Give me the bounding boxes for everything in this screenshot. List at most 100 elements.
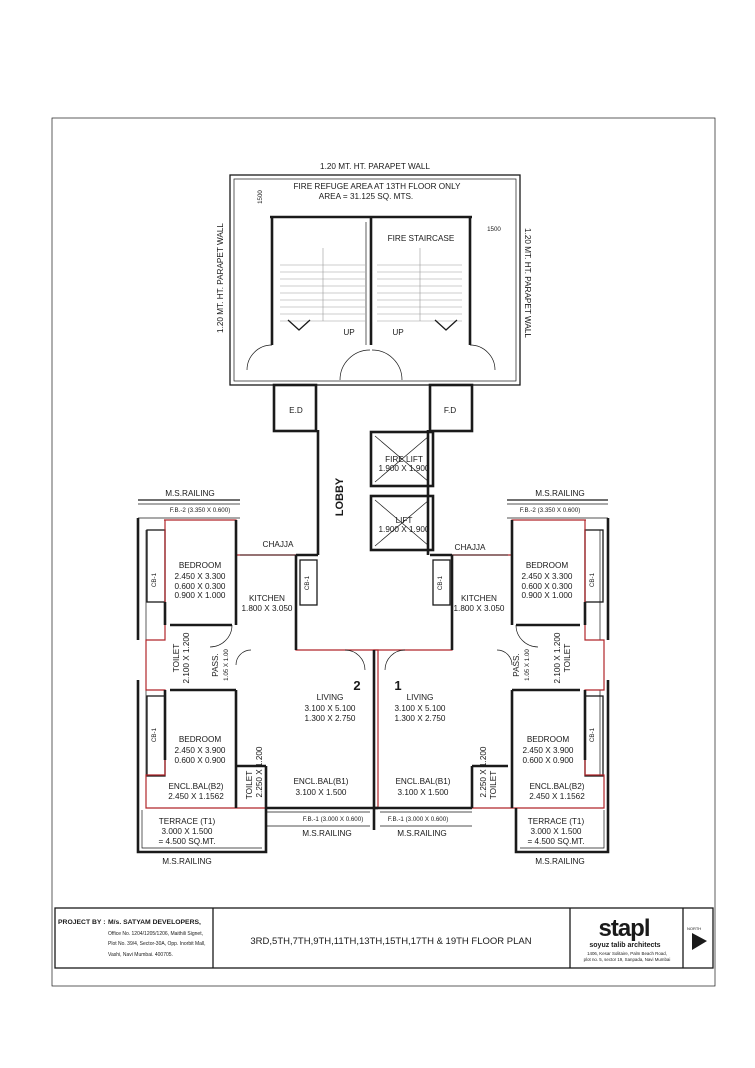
unit1-cb1-b: CB-1: [589, 727, 596, 742]
unit1-living-d1: 3.100 X 5.100: [395, 704, 446, 713]
refuge-title: FIRE REFUGE AREA AT 13TH FLOOR ONLY: [294, 182, 462, 191]
fire-lift-name: FIRE LIFT: [385, 455, 423, 464]
unit2-toilet1-name: TOILET: [172, 644, 181, 673]
project-by-label: PROJECT BY :: [58, 919, 105, 926]
stair-up-right: UP: [392, 328, 404, 337]
architect-address-1: 1406, Kesar Solitaire, Palm Beach Road,: [587, 951, 667, 956]
unit2-ms-railing-mid: M.S.RAILING: [302, 829, 352, 838]
ed-label: E.D: [289, 406, 303, 415]
unit2-terrace-name: TERRACE (T1): [159, 817, 216, 826]
lift-size: 1.900 X 1.900: [379, 525, 430, 534]
unit2-fb1: F.B.-1 (3.000 X 0.600): [303, 816, 364, 823]
unit1-bedroom1-d3: 0.900 X 1.000: [522, 591, 573, 600]
unit1-ms-railing-mid: M.S.RAILING: [397, 829, 447, 838]
unit2-pass-name: PASS.: [211, 653, 220, 677]
unit1-encl-bal-b2-size: 2.450 X 1.1562: [529, 792, 585, 801]
lobby-label: LOBBY: [334, 477, 346, 516]
unit2-bedroom1-d2: 0.600 X 0.300: [175, 582, 226, 591]
unit1-encl-bal-b1-size: 3.100 X 1.500: [398, 788, 449, 797]
parapet-label-top: 1.20 MT. HT. PARAPET WALL: [320, 162, 430, 171]
unit1-fb1: F.B.-1 (3.000 X 0.600): [388, 816, 449, 823]
staircase-block: UP UP FIRE STAIRCASE: [246, 215, 496, 381]
developer-address-2: Plot No. 39/4, Sector-30A, Opp. Inorbit …: [108, 941, 206, 947]
unit2-living-d2: 1.300 X 2.750: [305, 714, 356, 723]
architect-logo: stapl: [598, 915, 649, 942]
unit2-ms-railing-top: M.S.RAILING: [165, 489, 215, 498]
refuge-area-label: AREA = 31.125 SQ. MTS.: [319, 192, 413, 201]
unit1-encl-bal-b2-name: ENCL.BAL(B2): [529, 782, 584, 791]
unit2-living-d1: 3.100 X 5.100: [305, 704, 356, 713]
unit2-fb2: F.B.-2 (3.350 X 0.600): [170, 507, 231, 514]
unit1-pass-size: 1.05 X 1.00: [524, 649, 531, 681]
unit1-living-d2: 1.300 X 2.750: [395, 714, 446, 723]
unit2-pass-size: 1.05 X 1.00: [223, 649, 230, 681]
unit1-fb2: F.B.-2 (3.350 X 0.600): [520, 507, 581, 514]
unit2-kitchen-size: 1.800 X 3.050: [242, 604, 293, 613]
unit1-terrace-area: = 4.500 SQ.MT.: [527, 837, 584, 846]
north-arrow-icon: [692, 933, 707, 950]
unit2-chajja: CHAJJA: [263, 540, 294, 549]
unit2-terrace-size: 3.000 X 1.500: [162, 827, 213, 836]
north-label: NORTH: [687, 926, 701, 931]
unit1-cb1-a: CB-1: [589, 572, 596, 587]
unit2-living-name: LIVING: [317, 693, 344, 702]
unit1-cb1-c: CB-1: [437, 575, 444, 590]
unit1-number: 1: [394, 678, 401, 693]
unit2-bedroom2-name: BEDROOM: [179, 735, 221, 744]
unit1-encl-bal-b1-name: ENCL.BAL(B1): [395, 777, 450, 786]
unit2-encl-bal-b2-size: 2.450 X 1.1562: [168, 792, 224, 801]
unit1-toilet1-name: TOILET: [563, 644, 572, 673]
unit2-terrace-area: = 4.500 SQ.MT.: [158, 837, 215, 846]
unit2-bedroom1-name: BEDROOM: [179, 561, 221, 570]
unit1-bedroom1-name: BEDROOM: [526, 561, 568, 570]
architect-name: soyuz talib architects: [589, 942, 660, 949]
unit1-toilet1-size: 2.100 X 1.200: [553, 632, 562, 683]
unit2-ms-railing-bottom: M.S.RAILING: [162, 857, 212, 866]
unit1-bedroom2-d2: 0.600 X 0.900: [523, 756, 574, 765]
unit2-toilet1-size: 2.100 X 1.200: [182, 632, 191, 683]
unit-1: M.S.RAILING F.B.-2 (3.350 X 0.600) CB-1 …: [373, 489, 610, 866]
unit1-toilet2-size: 2.250 X 1.200: [479, 746, 488, 797]
unit1-bedroom2-name: BEDROOM: [527, 735, 569, 744]
unit1-ms-railing-bottom: M.S.RAILING: [535, 857, 585, 866]
refuge-area: 1.20 MT. HT. PARAPET WALL 1.20 MT. HT. P…: [216, 162, 532, 386]
developer-address-3: Vashi, Navi Mumbai. 400705.: [108, 952, 173, 958]
lift-name: LIFT: [396, 516, 413, 525]
unit1-terrace-size: 3.000 X 1.500: [531, 827, 582, 836]
unit1-bedroom1-d1: 2.450 X 3.300: [522, 572, 573, 581]
unit2-toilet2-size: 2.250 X 1.200: [255, 746, 264, 797]
unit1-toilet2-name: TOILET: [489, 771, 498, 800]
unit1-terrace-name: TERRACE (T1): [528, 817, 585, 826]
dim-left: 1500: [257, 190, 264, 204]
developer-name: M/s. SATYAM DEVELOPERS,: [108, 919, 201, 926]
architect-address-2: plot no. 5, sector 19, Sanpada, Navi Mum…: [584, 957, 671, 962]
unit1-kitchen-size: 1.800 X 3.050: [454, 604, 505, 613]
unit1-kitchen-name: KITCHEN: [461, 594, 497, 603]
fire-lift-size: 1.900 X 1.900: [379, 464, 430, 473]
parapet-label-right: 1.20 MT. HT. PARAPET WALL: [523, 228, 532, 338]
fd-label: F.D: [444, 406, 456, 415]
unit2-bedroom1-d3: 0.900 X 1.000: [175, 591, 226, 600]
unit2-bedroom2-d1: 2.450 X 3.900: [175, 746, 226, 755]
unit1-chajja: CHAJJA: [455, 543, 486, 552]
unit1-bedroom2-d1: 2.450 X 3.900: [523, 746, 574, 755]
title-block: PROJECT BY : M/s. SATYAM DEVELOPERS, Off…: [54, 907, 714, 969]
unit2-encl-bal-b1-name: ENCL.BAL(B1): [293, 777, 348, 786]
unit1-living-name: LIVING: [407, 693, 434, 702]
drawing-title: 3RD,5TH,7TH,9TH,11TH,13TH,15TH,17TH & 19…: [250, 936, 531, 947]
unit1-ms-railing-top: M.S.RAILING: [535, 489, 585, 498]
unit2-cb1-c: CB-1: [304, 575, 311, 590]
unit2-toilet2-name: TOILET: [245, 771, 254, 800]
unit2-number: 2: [353, 678, 360, 693]
unit1-bedroom1-d2: 0.600 X 0.300: [522, 582, 573, 591]
unit2-encl-bal-b2-name: ENCL.BAL(B2): [168, 782, 223, 791]
unit-2: M.S.RAILING F.B.-2 (3.350 X 0.600) CB-1 …: [136, 489, 379, 866]
stair-up-left: UP: [343, 328, 355, 337]
unit2-cb1-b: CB-1: [151, 727, 158, 742]
fire-staircase-label: FIRE STAIRCASE: [388, 234, 455, 243]
unit2-cb1-a: CB-1: [151, 572, 158, 587]
core: E.D F.D LOBBY FIRE LIFT 1.900 X 1.900 LI…: [272, 383, 474, 555]
sheet-border: [51, 117, 716, 987]
developer-address-1: Office No. 1204/1205/1206, Maithili Sign…: [108, 931, 203, 937]
dim-right: 1500: [487, 226, 501, 233]
